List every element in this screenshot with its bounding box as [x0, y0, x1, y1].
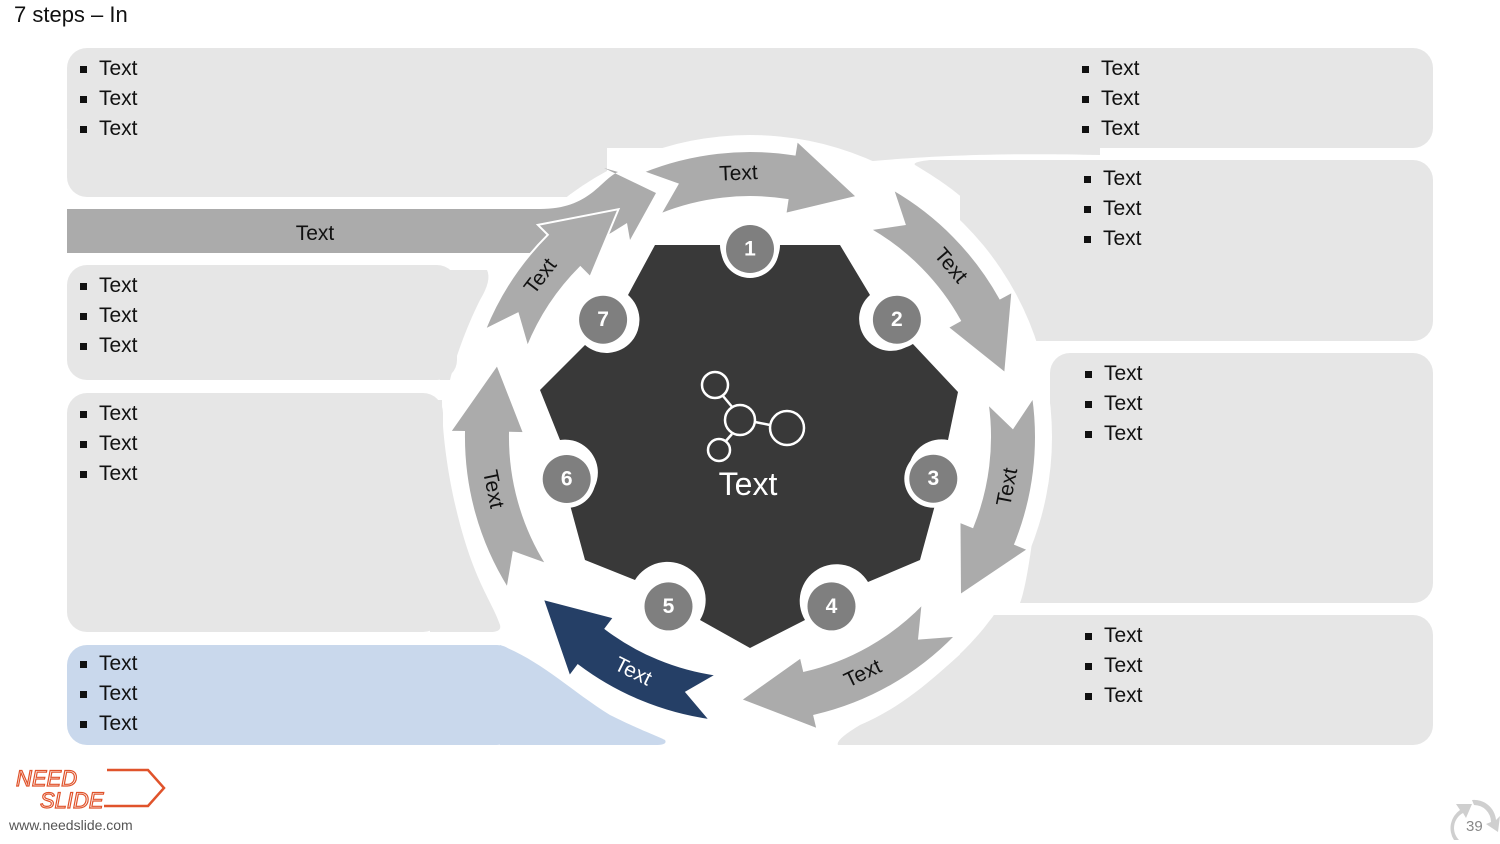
step-badge-5: 5 [639, 577, 698, 636]
step-badge-2: 2 [867, 290, 926, 349]
panel-left-2-connector [430, 400, 501, 632]
bullet-item: Text [78, 84, 138, 114]
panel-right-1-connector [914, 160, 1080, 341]
panel-top-left-ext [67, 130, 607, 197]
panel-right-2-connector [1020, 360, 1080, 603]
panel-left-1 [67, 265, 457, 380]
brand-url: www.needslide.com [9, 817, 133, 833]
panel-left-1-bullets: Text Text Text [78, 271, 138, 361]
bullet-item: Text [1082, 224, 1142, 254]
ring-arrow-3 [958, 394, 1037, 598]
center-gear [540, 245, 958, 648]
panel-left-2-bullets: Text Text Text [78, 399, 138, 489]
ring-arrow-6 [448, 362, 549, 592]
ring-arrow-7 [482, 207, 621, 351]
step-badge-3: 3 [904, 449, 963, 508]
molecule-icon [700, 370, 806, 463]
bullet-item: Text [78, 399, 138, 429]
bullet-item: Text [1082, 194, 1142, 224]
bullet-item: Text [1082, 164, 1142, 194]
bullet-item: Text [78, 54, 138, 84]
panel-right-3-connector [837, 620, 1000, 745]
page-number: 39 [1466, 818, 1483, 835]
ring-arrow-4 [738, 600, 959, 731]
step-number-3: 3 [927, 467, 939, 490]
step-number-5: 5 [663, 595, 675, 618]
bullet-item: Text [1083, 681, 1143, 711]
panel-right-1-bullets: Text Text Text [1082, 164, 1142, 254]
svg-text:SLIDE: SLIDE [40, 788, 104, 812]
needslide-logo: NEED SLIDE [15, 766, 166, 812]
bullet-item: Text [78, 429, 138, 459]
step-number-4: 4 [826, 595, 838, 618]
bullet-item: Text [78, 331, 138, 361]
cycle-arrows-icon [1450, 799, 1500, 840]
bullet-item: Text [1083, 651, 1143, 681]
input-arrow-label: Text [296, 222, 335, 245]
bullet-item: Text [1083, 621, 1143, 651]
step-badge-6: 6 [537, 450, 596, 508]
ring-arrow-label-1: Text [719, 161, 759, 186]
bullet-item: Text [1083, 419, 1143, 449]
bullet-item: Text [78, 271, 138, 301]
ring-arrow-1 [640, 138, 860, 217]
panel-highlight-bullets: Text Text Text [78, 649, 138, 739]
ring-arrow-5 [541, 597, 720, 722]
bullet-item: Text [1080, 84, 1140, 114]
step-badge-7: 7 [574, 290, 633, 349]
panel-right-2-bullets: Text Text Text [1083, 359, 1143, 449]
bullet-item: Text [78, 301, 138, 331]
ring-arrow-2 [867, 187, 1014, 376]
panel-right-3 [960, 615, 1433, 745]
center-label: Text [719, 466, 778, 502]
panel-bottom-left-highlight [67, 645, 517, 745]
step-number-6: 6 [561, 468, 573, 491]
step-badge-4: 4 [802, 577, 861, 636]
step-number-7: 7 [597, 308, 609, 331]
panel-highlight-connector [500, 645, 666, 745]
input-arrow [67, 168, 656, 253]
bullet-item: Text [1080, 54, 1140, 84]
bullet-item: Text [78, 114, 138, 144]
bullet-item: Text [1080, 114, 1140, 144]
slide-title: 7 steps – In [14, 2, 128, 27]
bullet-item: Text [1083, 359, 1143, 389]
panel-right-2 [1050, 353, 1433, 603]
bullet-item: Text [78, 459, 138, 489]
bullet-item: Text [78, 709, 138, 739]
step-number-2: 2 [891, 308, 903, 331]
panel-left-1-connector [440, 270, 489, 380]
step-badges: 1 2 3 4 5 6 7 [537, 220, 963, 636]
panel-right-3-bullets: Text Text Text [1083, 621, 1143, 711]
panel-top-right-bullets: Text Text Text [1080, 54, 1140, 144]
panel-left-2 [67, 393, 443, 632]
step-badge-1: 1 [721, 220, 779, 278]
svg-text:NEED: NEED [16, 766, 77, 791]
bullet-item: Text [1083, 389, 1143, 419]
bullet-item: Text [78, 679, 138, 709]
bullet-item: Text [78, 649, 138, 679]
step-number-1: 1 [744, 238, 756, 261]
panel-top-left-bullets: Text Text Text [78, 54, 138, 144]
